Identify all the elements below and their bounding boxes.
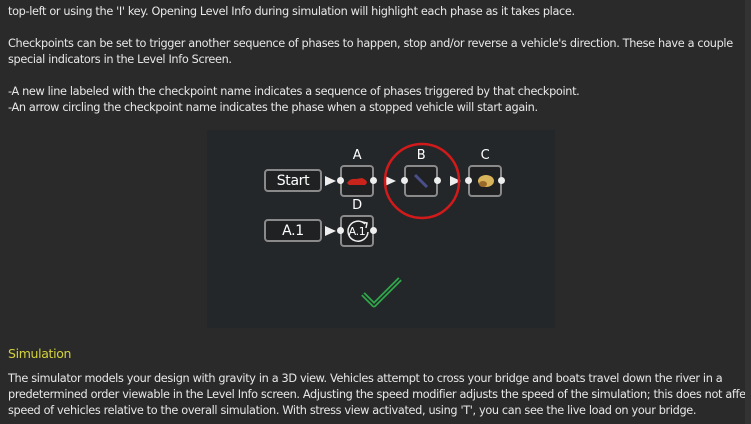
start-node: Start <box>264 169 322 192</box>
phase-a <box>340 165 374 197</box>
arrow-icon <box>450 176 461 186</box>
phase-label: D <box>352 198 362 213</box>
restart-label: A.1 <box>348 224 366 238</box>
scrollbar[interactable] <box>745 0 751 424</box>
phase-c <box>468 165 502 197</box>
intro-line: top-left or using the 'I' key. Opening L… <box>8 5 575 18</box>
simulation-line: speed of vehicles relative to the overal… <box>8 404 697 417</box>
beam-icon <box>413 173 429 189</box>
boat-icon <box>478 175 494 187</box>
phase-label: A <box>352 148 362 163</box>
highlight-circle <box>383 142 461 220</box>
connector-dot <box>337 227 344 234</box>
arrow-icon <box>325 176 336 186</box>
checkmark-icon <box>361 277 402 308</box>
phase-label: C <box>480 148 490 163</box>
bullet-arrow-circle: -An arrow circling the checkpoint name i… <box>8 101 538 114</box>
checkpoint-node: A.1 <box>264 219 322 242</box>
simulation-line: The simulator models your design with gr… <box>8 372 723 385</box>
connector-dot <box>401 177 408 184</box>
connector-dot <box>465 177 472 184</box>
arrow-icon <box>385 176 396 186</box>
phase-label: B <box>416 148 426 163</box>
car-icon <box>347 178 367 185</box>
connector-dot <box>370 177 377 184</box>
phase-d: A.1 <box>340 215 374 247</box>
restart-checkpoint-icon <box>347 220 369 242</box>
connector-dot <box>498 177 505 184</box>
bullet-new-line: -A new line labeled with the checkpoint … <box>8 85 580 98</box>
section-heading-simulation: Simulation <box>8 346 72 361</box>
start-label: Start <box>276 172 310 189</box>
checkpoint-paragraph-line: special indicators in the Level Info Scr… <box>8 53 232 66</box>
level-info-diagram: Start A B C A.1 D A.1 <box>207 130 555 328</box>
connector-dot <box>434 177 441 184</box>
arrow-icon <box>325 226 336 236</box>
connector-dot <box>370 227 377 234</box>
checkpoint-label: A.1 <box>282 222 304 239</box>
connector-dot <box>337 177 344 184</box>
simulation-line: predetermined order viewable in the Leve… <box>8 388 751 401</box>
checkpoint-paragraph-line: Checkpoints can be set to trigger anothe… <box>8 37 733 50</box>
